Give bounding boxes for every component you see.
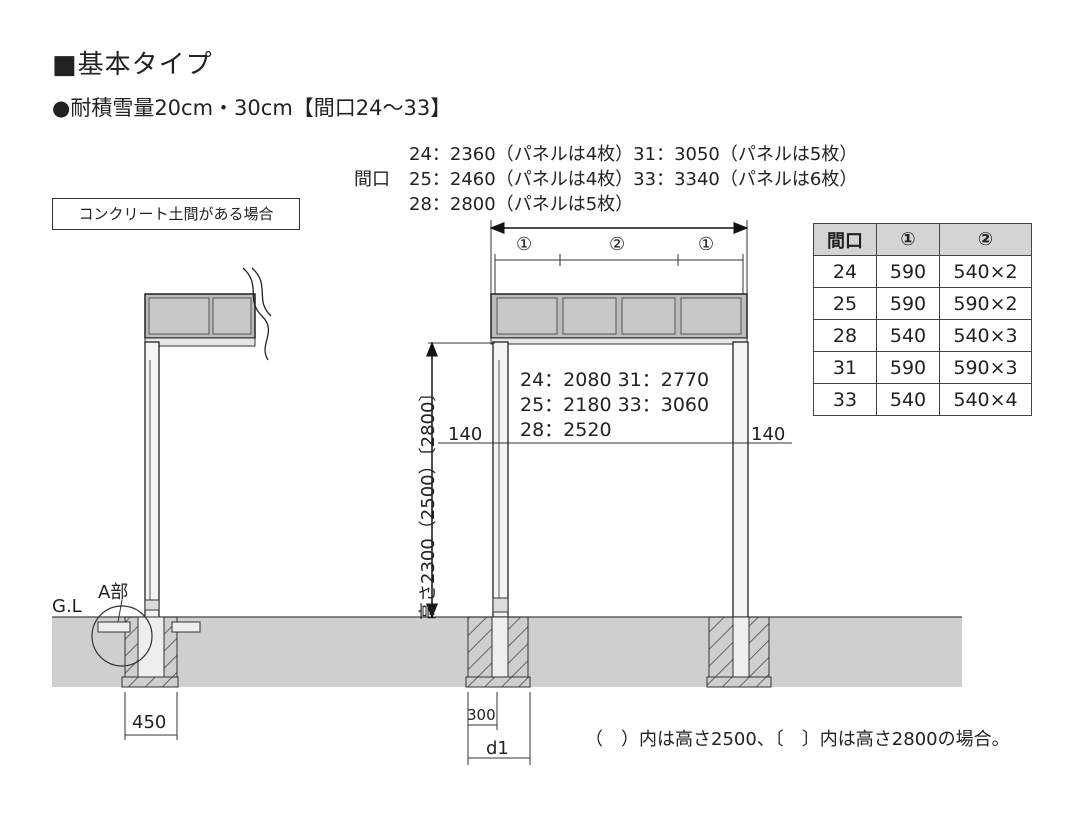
offset-left-label: 140 xyxy=(448,424,483,445)
post-width-label: 300 xyxy=(467,706,496,724)
depth-d1-label: d1 xyxy=(486,738,509,759)
table-cell: 540×2 xyxy=(939,255,1032,288)
table-cell: 540 xyxy=(876,383,940,416)
width-spec-label: 間口 xyxy=(354,169,390,190)
table-cell: 540×4 xyxy=(939,383,1032,416)
depth-spec-line: 25：2180 33：3060 xyxy=(520,394,710,416)
table-cell: 590×3 xyxy=(939,351,1032,384)
side-view xyxy=(91,267,272,740)
table-row: 33 540 540×4 xyxy=(813,383,1032,416)
table-row: 24 590 540×2 xyxy=(813,255,1032,288)
detail-a-circle xyxy=(91,605,153,667)
front-right-post xyxy=(732,341,749,618)
table-cell: 590 xyxy=(876,255,940,288)
table-cell: 540 xyxy=(876,319,940,352)
ground-line-label: G.L xyxy=(52,596,82,617)
width-spec-line: 24：2360（パネルは4枚）31：3050（パネルは5枚） xyxy=(409,144,858,165)
side-post xyxy=(144,341,160,621)
table-cell: 24 xyxy=(813,255,877,288)
table-row: 28 540 540×3 xyxy=(813,319,1032,352)
table-header: ① xyxy=(876,223,940,256)
table-header-row: 間口 ① ② xyxy=(813,223,1032,256)
width-spec-line: 25：2460（パネルは4枚）33：3340（パネルは6枚） xyxy=(409,169,858,190)
panel-1-label: ① xyxy=(516,234,533,255)
front-left-post xyxy=(492,341,509,618)
panel-1-label: ① xyxy=(698,234,715,255)
offset-right-label: 140 xyxy=(751,424,786,445)
depth-spec-line: 24：2080 31：2770 xyxy=(520,369,710,391)
table-row: 31 590 590×3 xyxy=(813,351,1032,384)
foundation-width-label: 450 xyxy=(132,712,167,733)
table-row: 25 590 590×2 xyxy=(813,287,1032,320)
page-title: ■基本タイプ xyxy=(52,50,213,80)
table-header: 間口 xyxy=(813,223,877,256)
subtitle: ●耐積雪量20cm・30cm【間口24～33】 xyxy=(52,96,452,120)
table-header: ② xyxy=(939,223,1032,256)
width-spec-line: 28：2800（パネルは5枚） xyxy=(409,194,634,215)
break-line xyxy=(242,267,270,361)
table-cell: 28 xyxy=(813,319,877,352)
panel-2-label: ② xyxy=(609,234,626,255)
front-view xyxy=(426,220,792,765)
height-label: 高さ2300（2500）〔2800〕 xyxy=(418,383,439,620)
table-cell: 590×2 xyxy=(939,287,1032,320)
table-cell: 33 xyxy=(813,383,877,416)
detail-a-label: A部 xyxy=(98,582,129,603)
panel-size-table: 間口 ① ② 24 590 540×2 25 590 590×2 28 540 … xyxy=(813,223,1032,416)
concrete-floor-label: コンクリート土間がある場合 xyxy=(52,198,300,230)
footnote: （ ）内は高さ2500、〔 〕内は高さ2800の場合。 xyxy=(585,729,1010,750)
depth-spec-line: 28：2520 xyxy=(520,419,612,441)
depth-spec: 24：2080 31：2770 25：2180 33：3060 28：2520 xyxy=(520,368,709,443)
table-cell: 540×3 xyxy=(939,319,1032,352)
